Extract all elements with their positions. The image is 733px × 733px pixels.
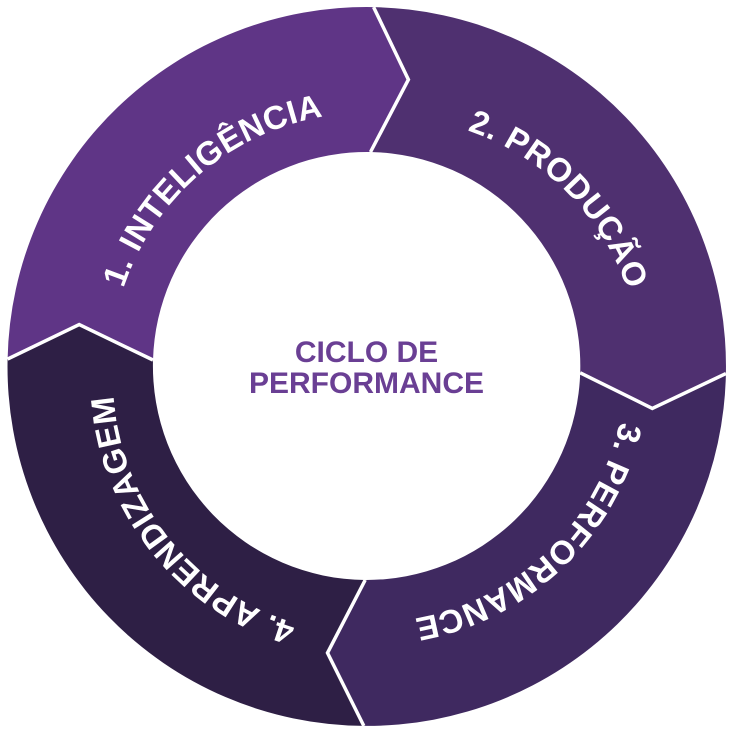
divider-1-2 <box>368 6 411 153</box>
segment-performance <box>327 372 726 726</box>
center-title-line1: CICLO DE <box>295 336 438 369</box>
segment-producao <box>370 7 726 409</box>
divider-4-1 <box>6 322 154 362</box>
center-title-line2: PERFORMANCE <box>249 367 484 400</box>
divider-2-3 <box>579 371 727 411</box>
center-circle <box>154 154 579 579</box>
segment-aprendizagem <box>7 324 366 726</box>
segment-inteligencia <box>7 7 409 361</box>
divider-3-4 <box>325 579 367 727</box>
